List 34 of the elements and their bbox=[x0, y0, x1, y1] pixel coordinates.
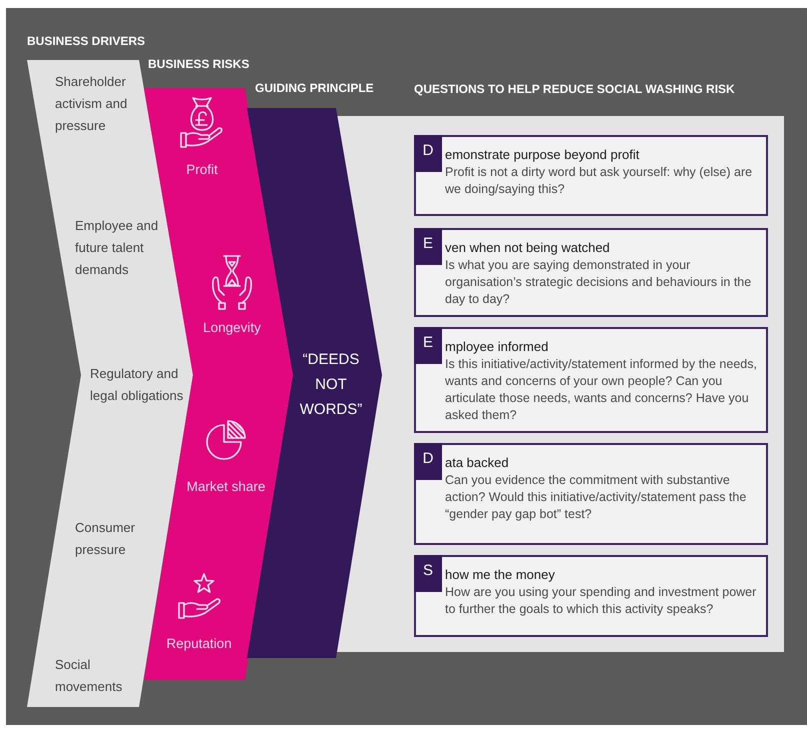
question-card bbox=[414, 135, 768, 216]
column-heading: BUSINESS DRIVERS bbox=[27, 34, 146, 48]
risk-label: Market share bbox=[186, 478, 266, 496]
column-heading: BUSINESS RISKS bbox=[148, 57, 250, 71]
question-card bbox=[414, 228, 768, 317]
letter-tile: D bbox=[414, 443, 442, 480]
question-card bbox=[414, 555, 768, 637]
letter-tile: E bbox=[414, 327, 442, 364]
letter-tile: D bbox=[414, 135, 442, 172]
question-title: emonstrate purpose beyond profit bbox=[445, 146, 640, 164]
question-card bbox=[414, 443, 768, 545]
driver-label: Shareholder activism and pressure bbox=[55, 73, 128, 135]
letter-tile: E bbox=[414, 228, 442, 265]
risk-label: Reputation bbox=[165, 635, 233, 653]
question-text: Is what you are saying demonstrated in your organisation’s strategic decisions and behaviours in the day to day? bbox=[445, 257, 752, 308]
driver-label: Regulatory and legal obligations bbox=[90, 365, 184, 405]
column-heading: QUESTIONS TO HELP REDUCE SOCIAL WASHING RISK bbox=[414, 82, 735, 96]
question-card bbox=[414, 327, 768, 433]
risk-label: Profit bbox=[185, 161, 219, 179]
question-title: ata backed bbox=[445, 454, 510, 472]
question-title: mployee informed bbox=[445, 338, 550, 356]
driver-label: Consumer pressure bbox=[75, 519, 136, 559]
driver-label: Employee and future talent demands bbox=[75, 217, 160, 279]
question-text: Profit is not a dirty word but ask yourself: why (else) are we doing/saying this? bbox=[445, 164, 754, 198]
question-text: Can you evidence the commitment with substantive action? Would this initiative/activity/statement pass the “gender pay gap bot” test? bbox=[445, 472, 748, 523]
principle-quote: “DEEDS NOT WORDS” bbox=[298, 350, 364, 420]
column-heading: GUIDING PRINCIPLE bbox=[255, 81, 374, 95]
question-title: how me the money bbox=[445, 566, 556, 584]
risk-label: Longevity bbox=[202, 319, 262, 337]
driver-label: Social movements bbox=[55, 656, 124, 696]
question-text: How are you using your spending and investment power to further the goals to which this activity speaks? bbox=[445, 584, 758, 618]
letter-tile: S bbox=[414, 555, 442, 592]
question-title: ven when not being watched bbox=[445, 239, 611, 257]
question-text: Is this initiative/activity/statement informed by the needs, wants and concerns of your own people? Can you articulate those needs, wants and concerns? Have you asked them? bbox=[445, 356, 758, 424]
